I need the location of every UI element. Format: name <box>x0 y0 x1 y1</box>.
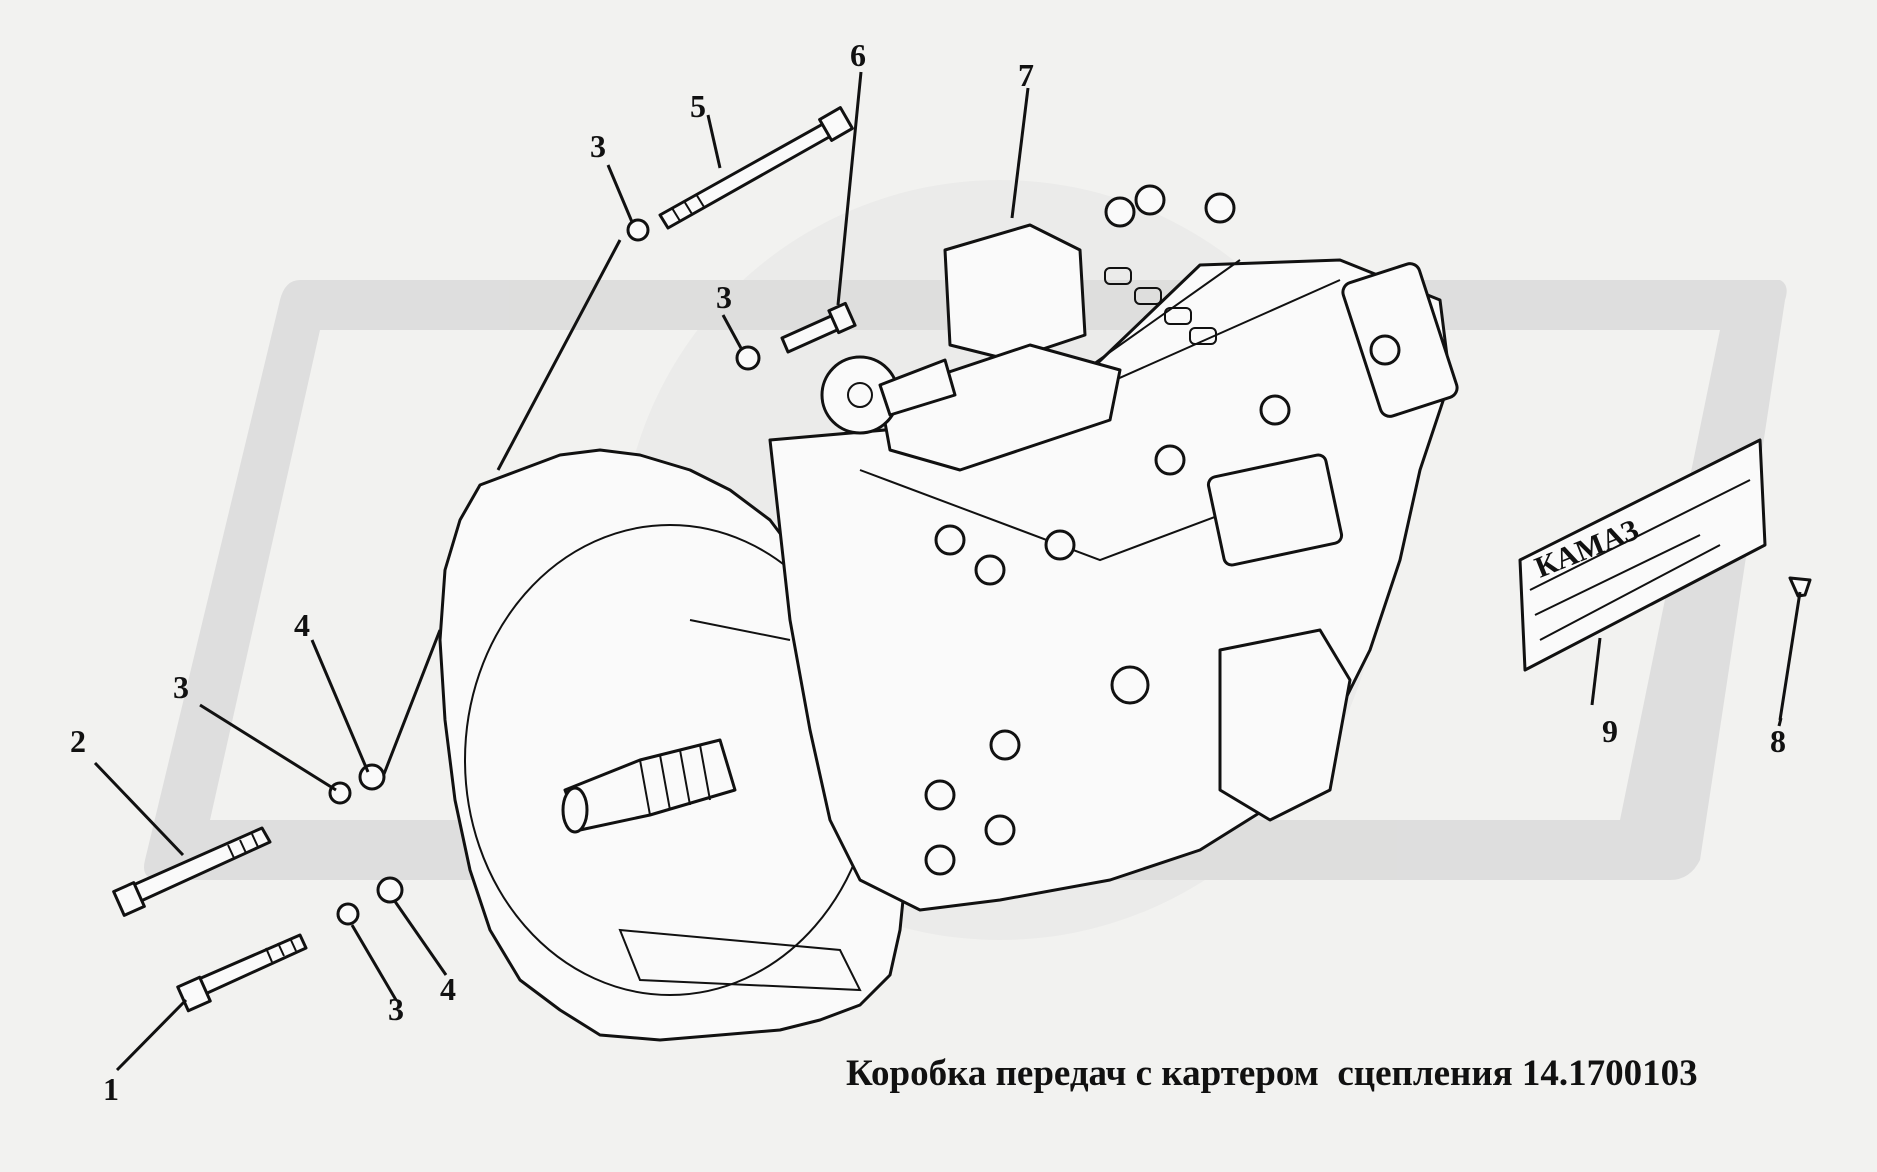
rivet <box>1778 576 1812 721</box>
callout-1: 1 <box>103 1071 119 1107</box>
callout-7: 7 <box>1018 57 1034 93</box>
callout-3: 3 <box>590 128 606 164</box>
diagram-caption: Коробка передач с картером сцепления 14.… <box>846 1053 1698 1094</box>
washer-4-left <box>358 763 386 791</box>
callout-4: 4 <box>294 607 310 643</box>
washer-3-left <box>328 781 352 805</box>
callout-9: 9 <box>1602 713 1618 749</box>
leader-lines <box>93 71 1783 1072</box>
callout-6: 6 <box>850 37 866 73</box>
callouts: 1 2 3 3 3 3 4 4 5 6 7 8 9 <box>70 37 1786 1107</box>
gear-shift-housing <box>820 223 1217 472</box>
bolt-2 <box>112 826 272 917</box>
washer-3-mid <box>735 345 761 371</box>
callout-3: 3 <box>716 279 732 315</box>
callout-3: 3 <box>173 669 189 705</box>
washer-4-bottom <box>376 876 404 904</box>
callout-5: 5 <box>690 88 706 124</box>
casing-bolts <box>924 184 1401 876</box>
washer-3-bottom <box>336 902 360 926</box>
washers-and-nuts <box>328 218 761 926</box>
washer-3-top <box>626 218 650 242</box>
input-shaft <box>561 738 737 834</box>
bolt-5 <box>658 106 854 230</box>
shift-pattern-slots <box>1104 267 1217 345</box>
bolt-1 <box>176 933 308 1013</box>
bolt-6 <box>780 301 857 354</box>
callout-2: 2 <box>70 723 86 759</box>
callout-4: 4 <box>440 971 456 1007</box>
rear-cover <box>1341 262 1459 418</box>
callout-3: 3 <box>388 991 404 1027</box>
pto-cover <box>1218 628 1352 822</box>
callout-8: 8 <box>1770 723 1786 759</box>
side-cover-plate <box>1206 453 1344 567</box>
